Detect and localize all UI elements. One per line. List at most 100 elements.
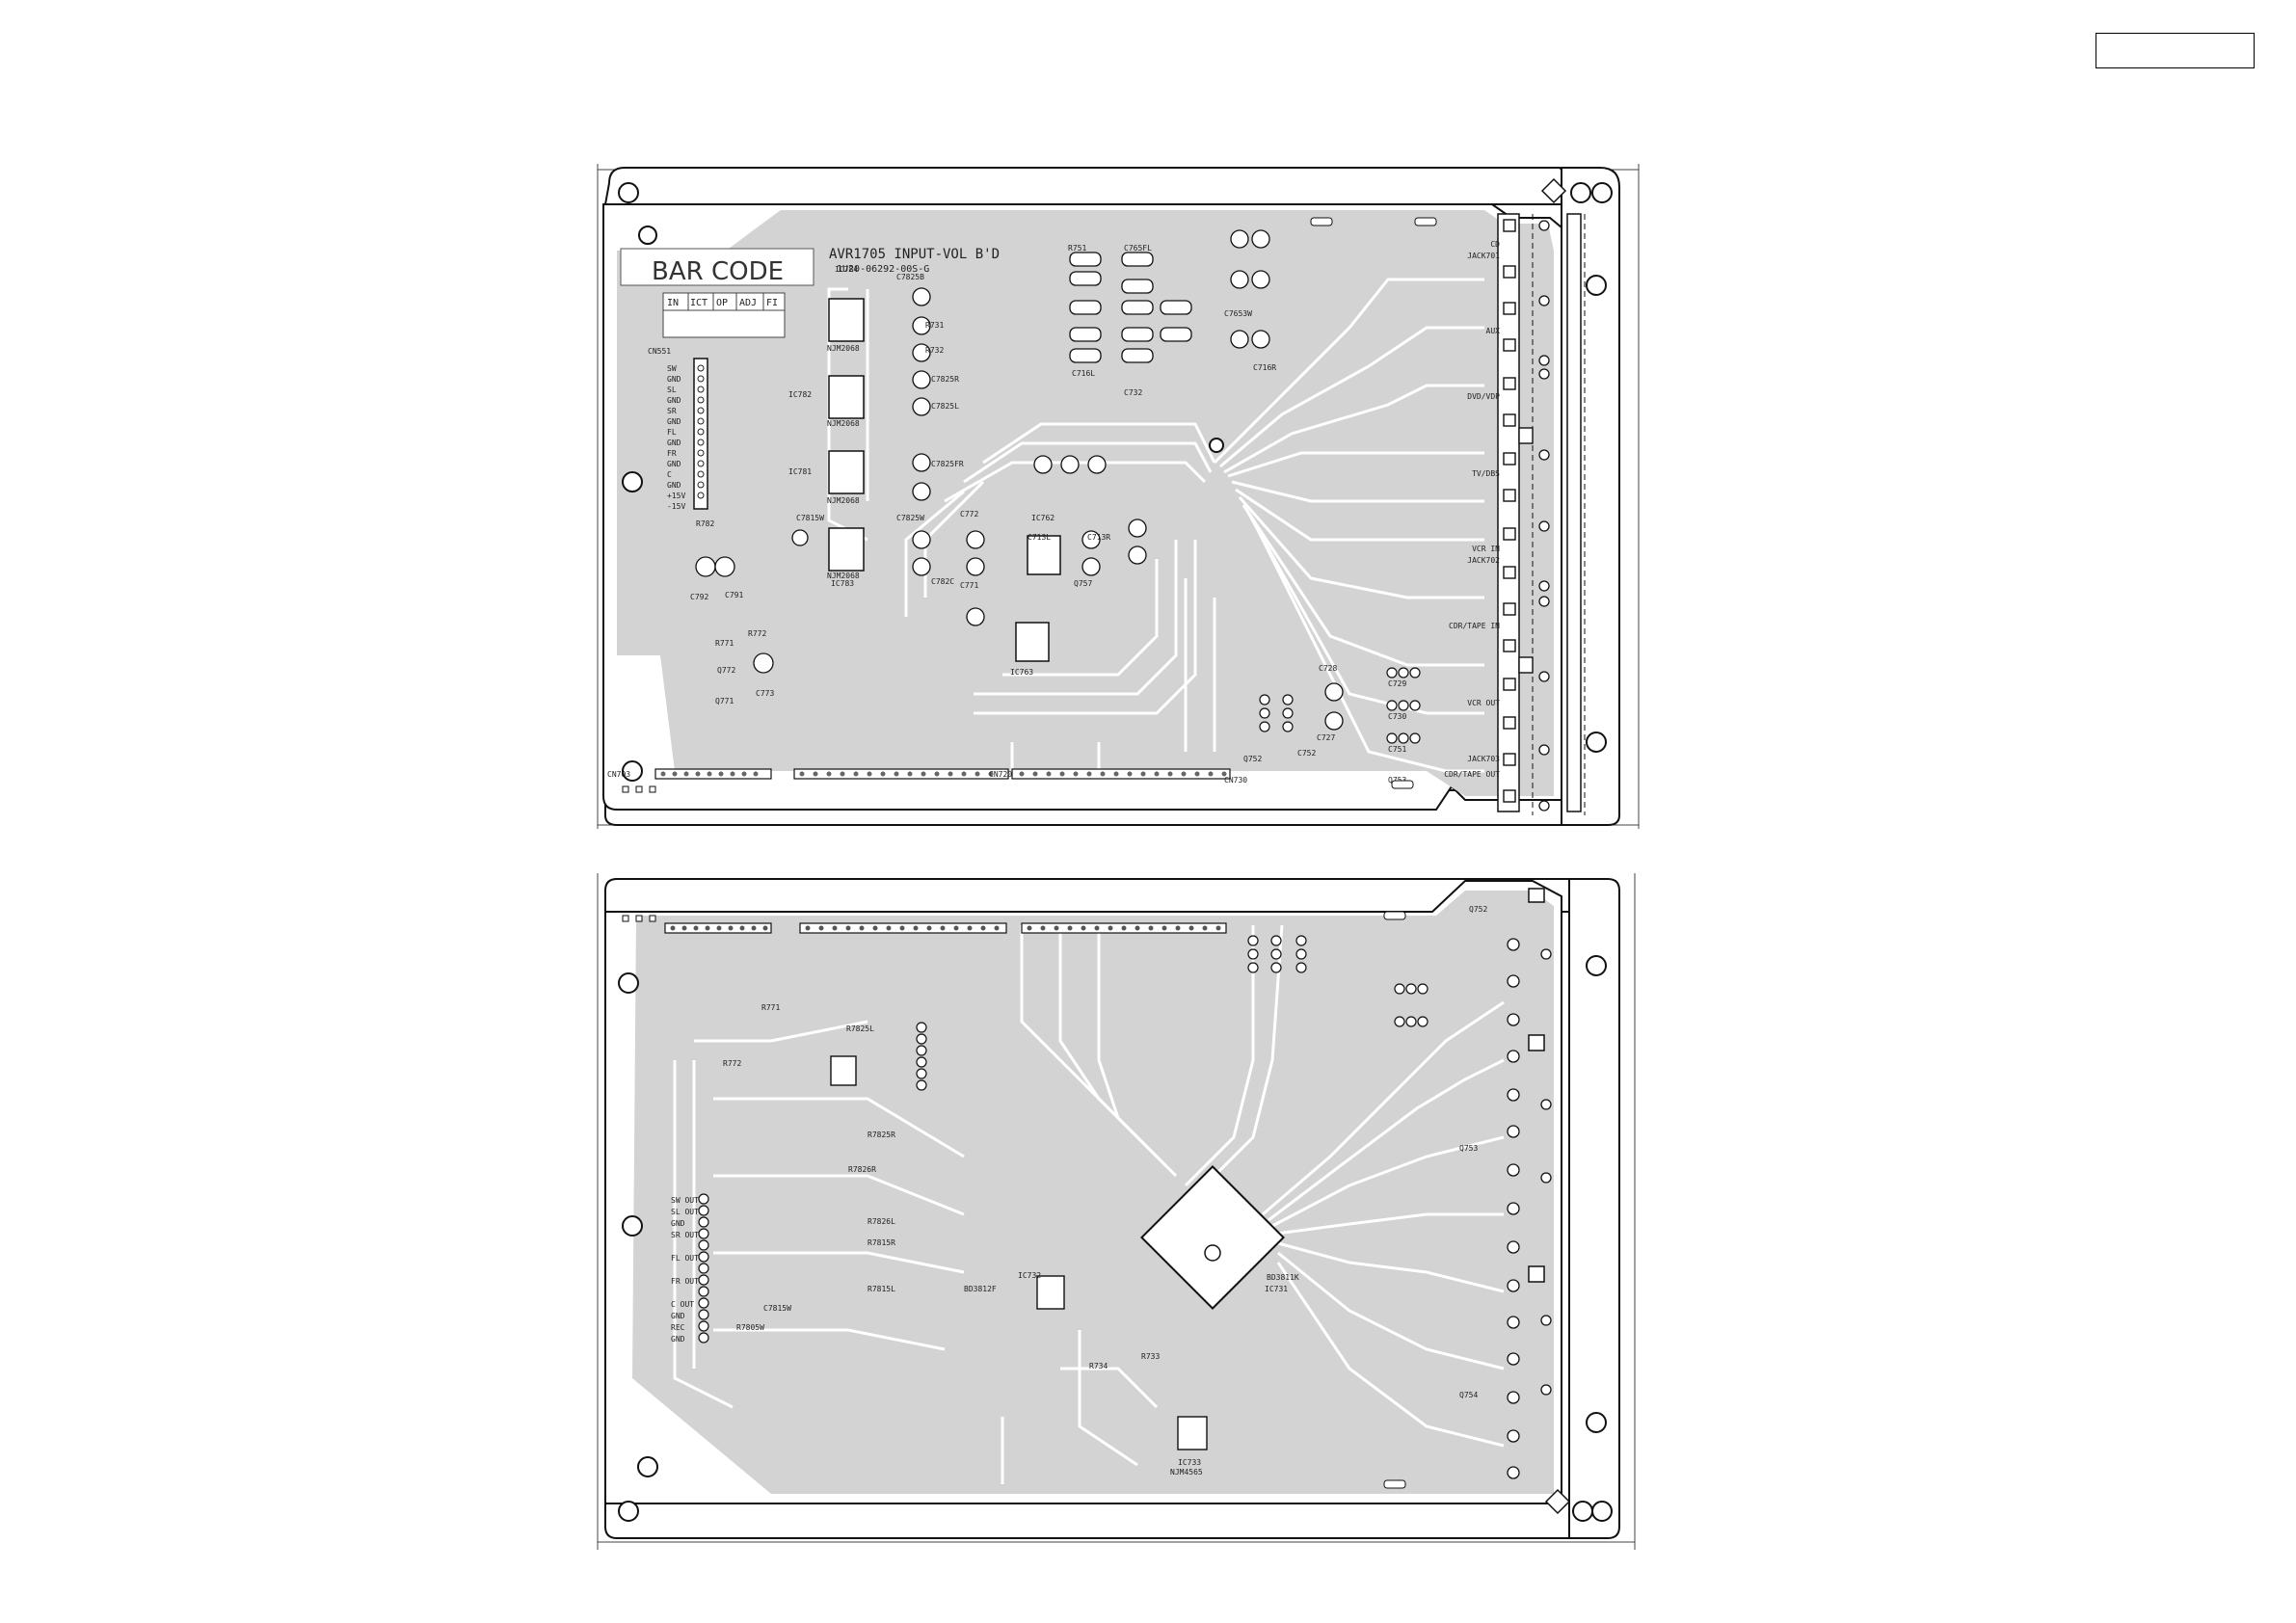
c7825fr-label: C7825FR <box>931 460 964 468</box>
r7805w-label: R7805W <box>736 1323 764 1332</box>
svg-text:GND: GND <box>667 375 681 384</box>
svg-text:GND: GND <box>667 439 681 447</box>
svg-text:C OUT: C OUT <box>671 1300 694 1309</box>
ic782-label: IC782 <box>788 390 812 399</box>
c714l-label: R751 <box>1068 244 1086 253</box>
check-box-in: IN <box>667 298 679 308</box>
q751-label: C729 <box>1388 679 1406 688</box>
c715l-label: C765FL <box>1124 244 1152 253</box>
cn703-label: CN703 <box>607 770 630 779</box>
njm2068-d: NJM2068 <box>827 572 860 580</box>
bd3811k-label: BD3811K <box>1267 1273 1299 1282</box>
svg-text:GND: GND <box>667 481 681 490</box>
ic731-label: IC731 <box>1265 1285 1288 1293</box>
c7815w-bottom-label: C7815W <box>763 1304 791 1313</box>
njm2068-c: NJM2068 <box>827 496 860 505</box>
ic733-label: IC733 <box>1178 1458 1201 1467</box>
c7825l-label: C7825L <box>931 402 959 411</box>
svg-text:GND: GND <box>667 460 681 468</box>
c765fr-label: Q757 <box>1074 579 1092 588</box>
q756-label: Q752 <box>1243 755 1262 763</box>
svg-text:FL: FL <box>667 428 677 437</box>
svg-text:FL OUT: FL OUT <box>671 1254 699 1263</box>
svg-text:-15V: -15V <box>667 502 685 511</box>
c772-label: C772 <box>960 510 978 519</box>
jack-label-vcr-in: VCR IN <box>1472 545 1500 553</box>
r732-label: R732 <box>925 346 944 355</box>
r7826l-label: R7826L <box>868 1217 895 1226</box>
r731-label: R731 <box>925 321 944 330</box>
c7825w-label: C7825W <box>896 514 924 522</box>
ic784-label: IC784 <box>835 265 858 274</box>
r771-label: R771 <box>715 639 734 648</box>
c7031-label: Q753 <box>1459 1144 1478 1153</box>
c7032-label: Q752 <box>1469 905 1487 914</box>
r734-label: R734 <box>1089 1362 1108 1370</box>
check-box-fi: FI <box>766 298 778 308</box>
jack-label-tv-dbs: TV/DBS <box>1472 469 1500 478</box>
c771-label: C771 <box>960 581 978 590</box>
barcode-label: BAR CODE <box>652 257 784 286</box>
c791-label: C791 <box>725 591 743 599</box>
check-box-op: OP <box>716 298 728 308</box>
r771-bottom-label: R771 <box>761 1003 780 1012</box>
svg-text:SW OUT: SW OUT <box>671 1196 699 1205</box>
page-number-box <box>2096 33 2255 68</box>
r7815l-label: R7815L <box>868 1285 895 1293</box>
c734-label: C713R <box>1087 533 1110 542</box>
njm2068-a: NJM2068 <box>827 344 860 353</box>
svg-text:GND: GND <box>671 1219 685 1228</box>
svg-text:SL OUT: SL OUT <box>671 1208 699 1216</box>
svg-text:+15V: +15V <box>667 492 685 500</box>
r782-label: R782 <box>696 519 714 528</box>
svg-text:FR: FR <box>667 449 677 458</box>
jack-label-dvd-vdp: DVD/VDP <box>1467 392 1500 401</box>
r7825l-label: R7825L <box>846 1024 874 1033</box>
bd3811k-chip <box>1140 1165 1285 1310</box>
c752-label: C728 <box>1319 664 1337 673</box>
q771-label: Q771 <box>715 697 734 705</box>
svg-text:SR: SR <box>667 407 677 415</box>
svg-text:SR OUT: SR OUT <box>671 1231 699 1239</box>
jack-label-cdr-tape-in: CDR/TAPE IN <box>1449 622 1500 630</box>
c792-label: C792 <box>690 593 708 601</box>
jack-label-jack703: JACK703 <box>1467 755 1500 763</box>
svg-text:REC: REC <box>671 1323 685 1332</box>
q772-label: Q772 <box>717 666 735 675</box>
bottom-pin-labels: SW OUT SL OUT GND SR OUT FL OUT FR OUT C… <box>671 1196 699 1344</box>
svg-text:SL: SL <box>667 386 677 394</box>
c731-label: C716L <box>1072 369 1095 378</box>
c727-label: C732 <box>1124 388 1142 397</box>
q754-label: C752 <box>1297 749 1316 758</box>
check-box-row: IN ICT OP ADJ FI <box>662 292 786 338</box>
svg-text:SW: SW <box>667 364 677 373</box>
r733-label: R733 <box>1141 1352 1160 1361</box>
jack-label-jack702: JACK702 <box>1467 556 1500 565</box>
ic763-label: IC763 <box>1010 668 1033 677</box>
cn730-label: CN730 <box>1224 776 1247 785</box>
part-number: 1U20-06292-00S-G <box>837 264 929 275</box>
board-name: AVR1705 INPUT-VOL B'D <box>829 247 1000 262</box>
c751-label: C727 <box>1317 733 1335 742</box>
check-box-adj: ADJ <box>739 298 757 308</box>
njm4565-label: NJM4565 <box>1170 1468 1203 1477</box>
ic762-label: IC762 <box>1031 514 1055 522</box>
r7815r-label: R7815R <box>868 1238 895 1247</box>
c7825b-label: C7825B <box>896 273 924 281</box>
c7825r-label: C7825R <box>931 375 959 384</box>
cn551-label: CN551 <box>648 347 671 356</box>
c733-label: C713L <box>1028 533 1051 542</box>
r772-bottom-label: R772 <box>723 1059 741 1068</box>
jack-label-cd: CD <box>1490 240 1500 249</box>
ic781-label: IC781 <box>788 467 812 476</box>
njm2068-b: NJM2068 <box>827 419 860 428</box>
svg-text:GND: GND <box>667 417 681 426</box>
svg-text:FR OUT: FR OUT <box>671 1277 699 1286</box>
r772-label: R772 <box>748 629 766 638</box>
cn720-label: CN720 <box>989 770 1012 779</box>
bottom-board: IC731 IC732 IC733 BD3812F BD3811K NJM456… <box>597 873 1636 1550</box>
bd3812f-label: BD3812F <box>964 1285 997 1293</box>
jack-label-vcr-out: VCR OUT <box>1467 699 1500 707</box>
jack-label-jack701: JACK701 <box>1467 252 1500 260</box>
